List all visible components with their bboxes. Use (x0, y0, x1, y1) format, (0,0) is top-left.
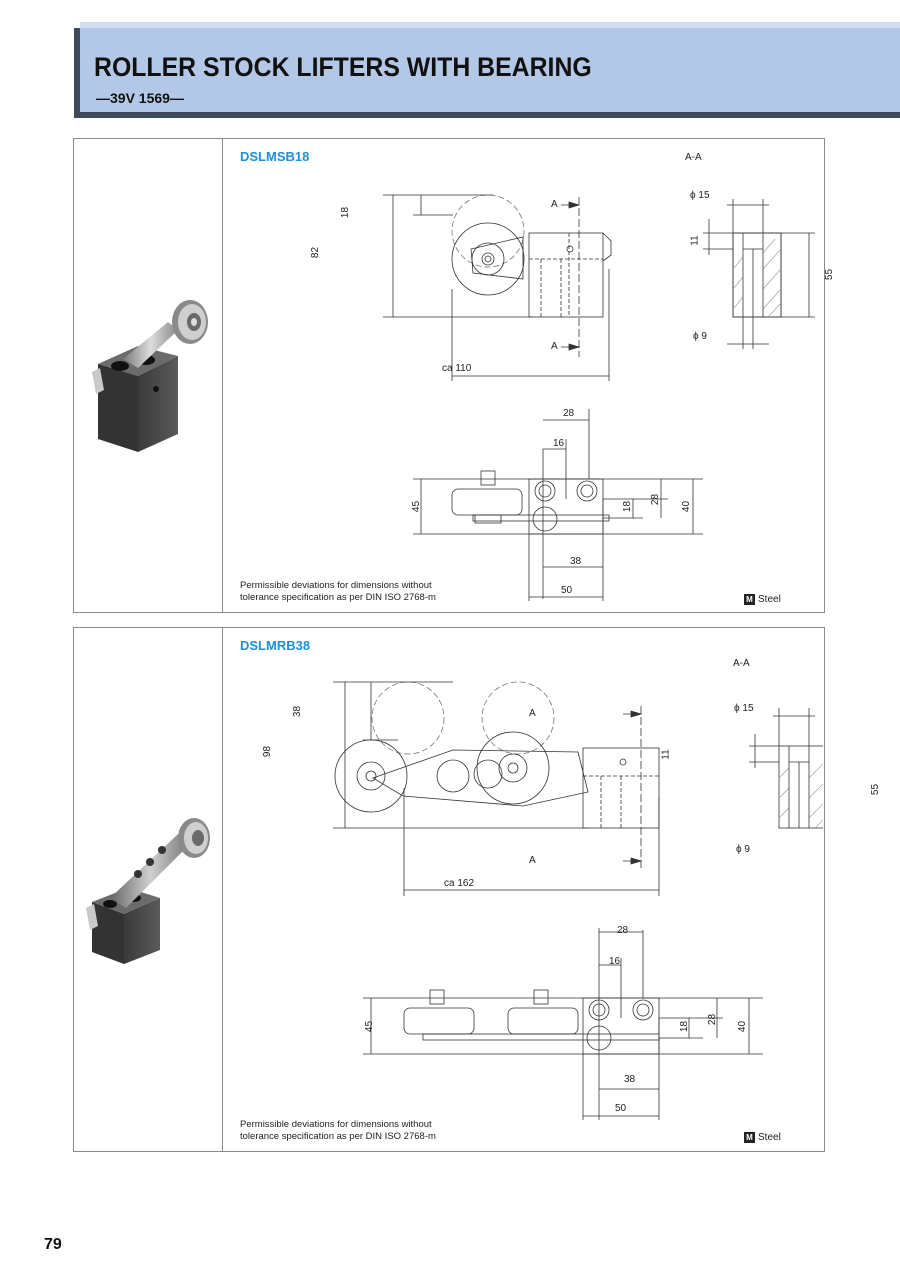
material-icon: M (744, 594, 755, 605)
tolerance-note: Permissible deviations for dimensions wi… (240, 580, 460, 604)
dim-label: 18 (622, 500, 634, 513)
dim-label: 98 (262, 745, 274, 758)
product-panel-dslmrb38: DSLMRB38 A-A (73, 627, 881, 1152)
dim-label: ϕ 15 (690, 190, 710, 201)
dim-label: 11 (689, 235, 701, 246)
product-photo (92, 300, 208, 452)
section-label: A-A (685, 152, 702, 163)
tolerance-note: Permissible deviations for dimensions wi… (240, 1119, 460, 1143)
dim-label: 38 (570, 556, 582, 567)
dim-label: ca 162 (444, 878, 475, 889)
dim-label: 38 (624, 1074, 636, 1085)
header-banner-highlight (80, 22, 900, 28)
product-photo (86, 818, 210, 964)
dim-label: 55 (824, 268, 836, 281)
dim-label: 50 (615, 1103, 627, 1114)
dim-label: ca 110 (442, 363, 472, 374)
product-code: DSLMRB38 (240, 638, 311, 653)
dim-label: 28 (617, 925, 629, 936)
panel-divider (222, 139, 223, 612)
product-code: DSLMSB18 (240, 149, 310, 164)
header-banner (80, 22, 900, 112)
dim-label: 18 (679, 1020, 691, 1033)
dim-label: ϕ 15 (734, 703, 754, 714)
page-number: 79 (44, 1236, 62, 1253)
dim-label: 28 (650, 493, 662, 506)
dim-label: ϕ 9 (736, 844, 750, 855)
dim-label: 16 (609, 956, 621, 967)
dim-label: 11 (660, 749, 672, 760)
section-marker: A (551, 199, 558, 210)
material-name: Steel (758, 594, 781, 605)
material-icon: M (744, 1132, 755, 1143)
tolerance-note-line: Permissible deviations for dimensions wi… (240, 1119, 432, 1130)
tolerance-note-line: Permissible deviations for dimensions wi… (240, 580, 432, 591)
dim-label: ϕ 9 (693, 331, 707, 342)
dim-label: 28 (563, 408, 575, 419)
dim-label: 40 (737, 1020, 749, 1033)
material-indicator: M Steel (744, 594, 781, 605)
tolerance-note-line: tolerance specification as per DIN ISO 2… (240, 592, 436, 603)
dim-label: 16 (553, 438, 565, 449)
dim-label: 38 (292, 705, 304, 718)
dim-label: 45 (364, 1020, 376, 1033)
section-marker: A (551, 341, 558, 352)
dim-label: 18 (340, 206, 352, 219)
material-name: Steel (758, 1132, 781, 1143)
tolerance-note-line: tolerance specification as per DIN ISO 2… (240, 1131, 436, 1142)
dim-label: 50 (561, 585, 573, 596)
dim-label: 28 (707, 1013, 719, 1026)
technical-drawing (333, 681, 823, 1120)
technical-drawing (383, 194, 815, 601)
section-marker: A (529, 708, 536, 719)
dim-label: 45 (411, 500, 423, 513)
product-panel-dslmsb18: DSLMSB18 A-A (73, 138, 835, 613)
panel-divider (222, 628, 223, 1151)
page-title: ROLLER STOCK LIFTERS WITH BEARING (94, 52, 592, 82)
page-subtitle: —39V 1569— (96, 90, 184, 106)
section-marker: A (529, 855, 536, 866)
dim-label: 40 (681, 500, 693, 513)
dim-label: 82 (310, 246, 322, 259)
dim-label: 55 (870, 783, 882, 796)
section-label: A-A (733, 658, 750, 669)
material-indicator: M Steel (744, 1132, 781, 1143)
